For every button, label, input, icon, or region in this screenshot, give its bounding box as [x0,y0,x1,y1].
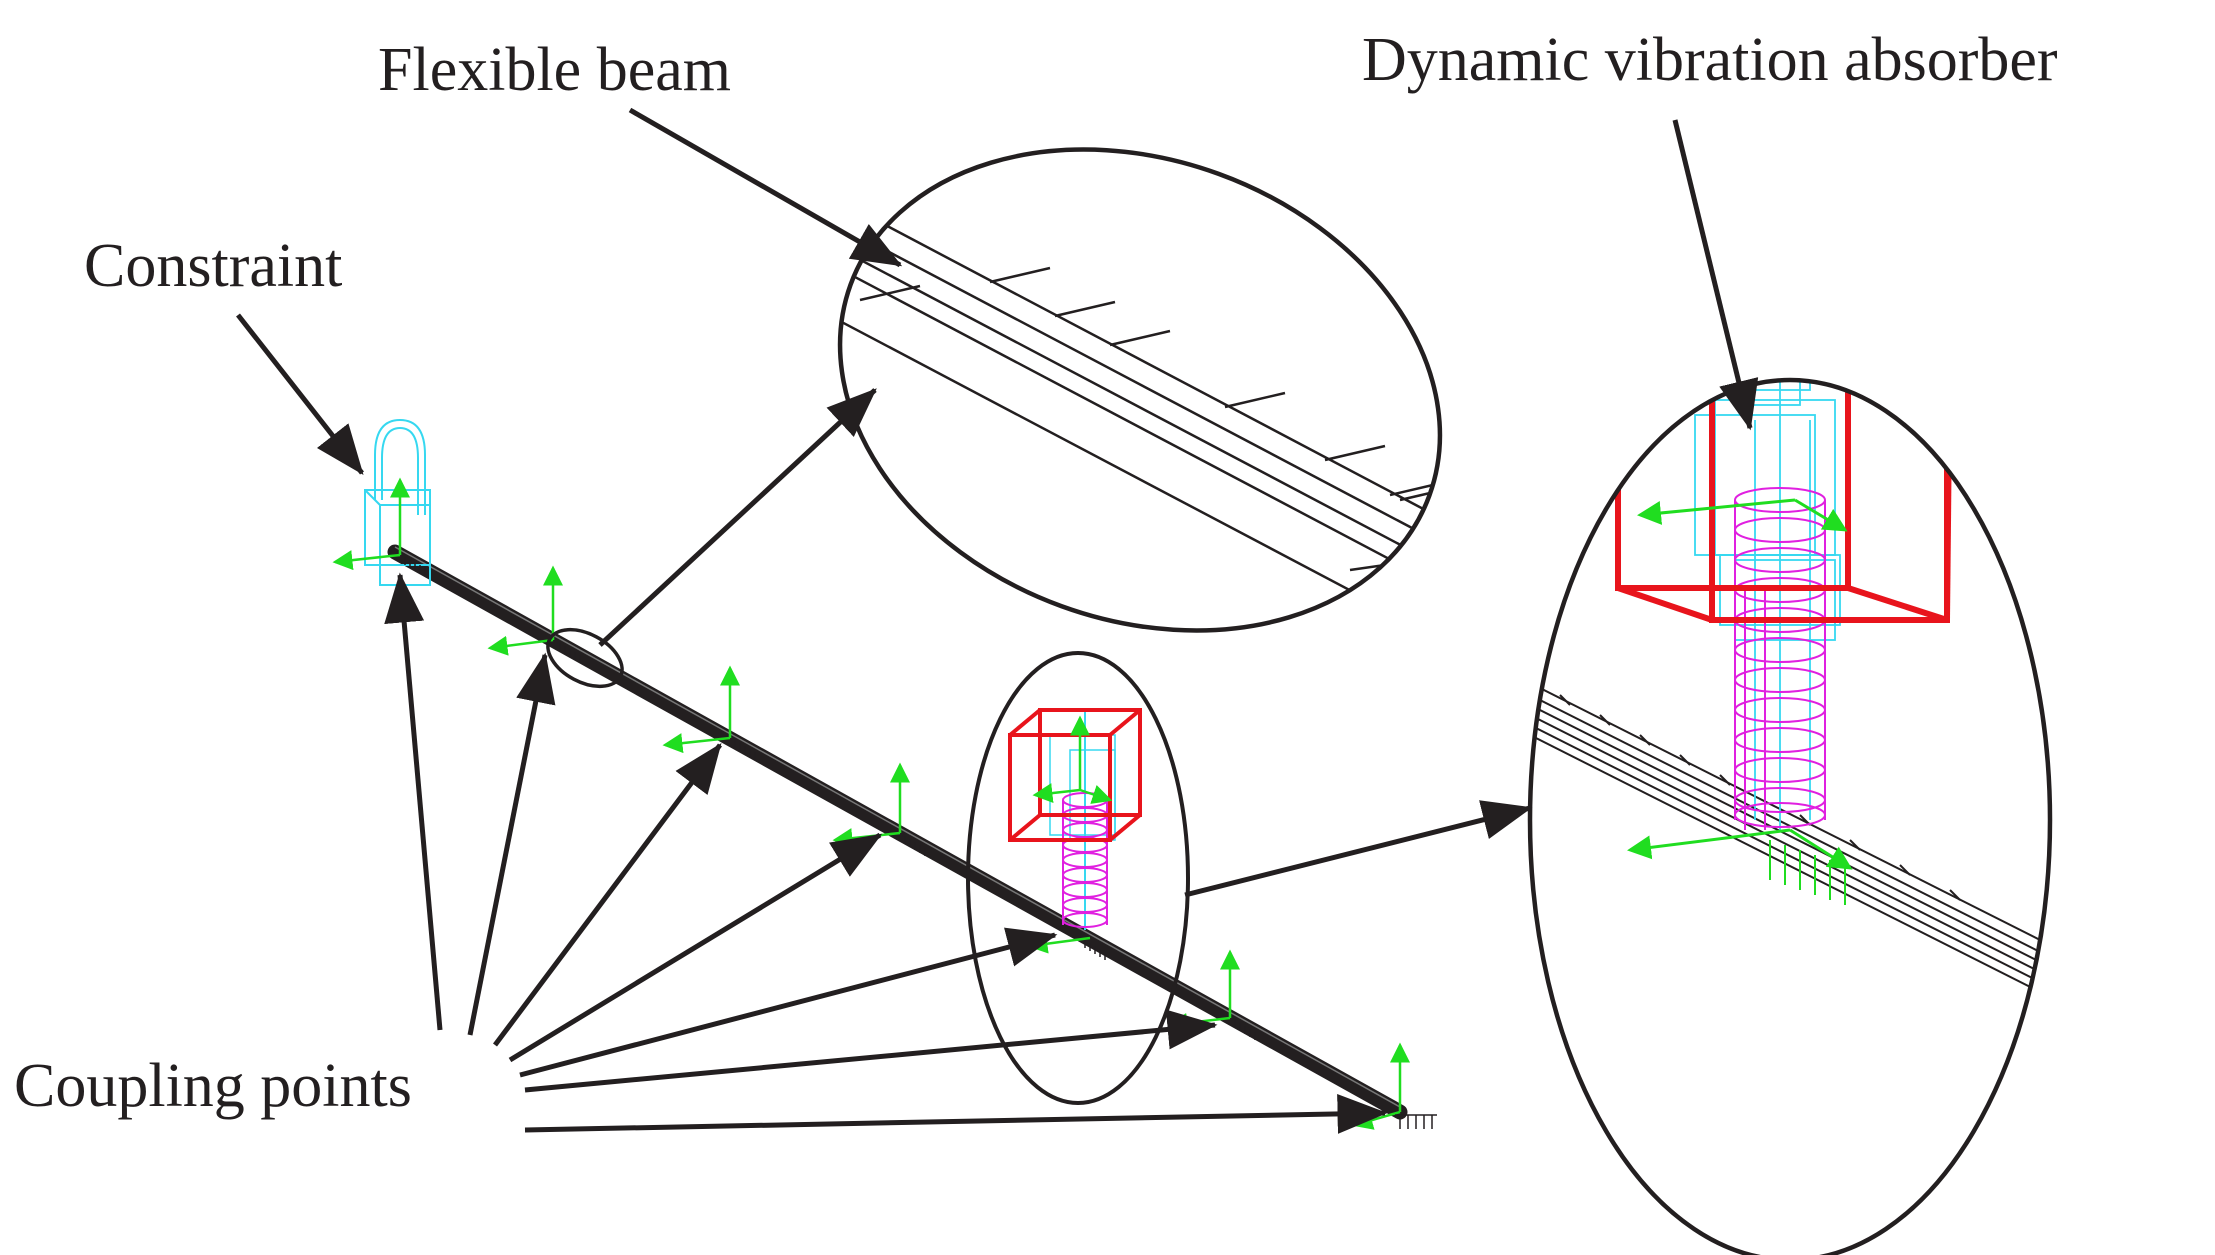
annotation-arrows [236,107,1759,1134]
constraint-label: Constraint [84,232,342,300]
beam-mesh-zoom [799,147,1509,682]
arrow-absorber-zoom [1184,800,1533,898]
absorber-detail-callout [966,651,1190,1105]
helical-spring-icon [1062,792,1108,928]
arrow-dva [1672,119,1759,431]
arrow-coupling-1 [384,572,443,1031]
arrow-coupling-7 [524,1093,1388,1134]
coordinate-triad-icon [487,565,581,663]
arrow-coupling-2 [467,652,556,1036]
coordinate-triad-icon [332,477,426,575]
arrow-beam-zoom [598,388,877,647]
flexible-beam [387,544,1408,1120]
arrow-coupling-6 [524,1009,1218,1093]
arrow-constraint [236,313,364,475]
beam-detail-callout [546,627,624,689]
dynamic-vibration-absorber-label: Dynamic vibration absorber [1362,26,2058,94]
absorber-box-icon [1008,708,1142,930]
arrow-coupling-5 [519,927,1058,1078]
coupling-points-label: Coupling points [14,1052,412,1120]
flexible-beam-label: Flexible beam [378,36,731,104]
absorber-zoom [1527,377,2053,1255]
arrow-flexible-beam [628,107,903,268]
arrow-coupling-4 [508,832,883,1063]
arrow-coupling-3 [493,743,722,1047]
